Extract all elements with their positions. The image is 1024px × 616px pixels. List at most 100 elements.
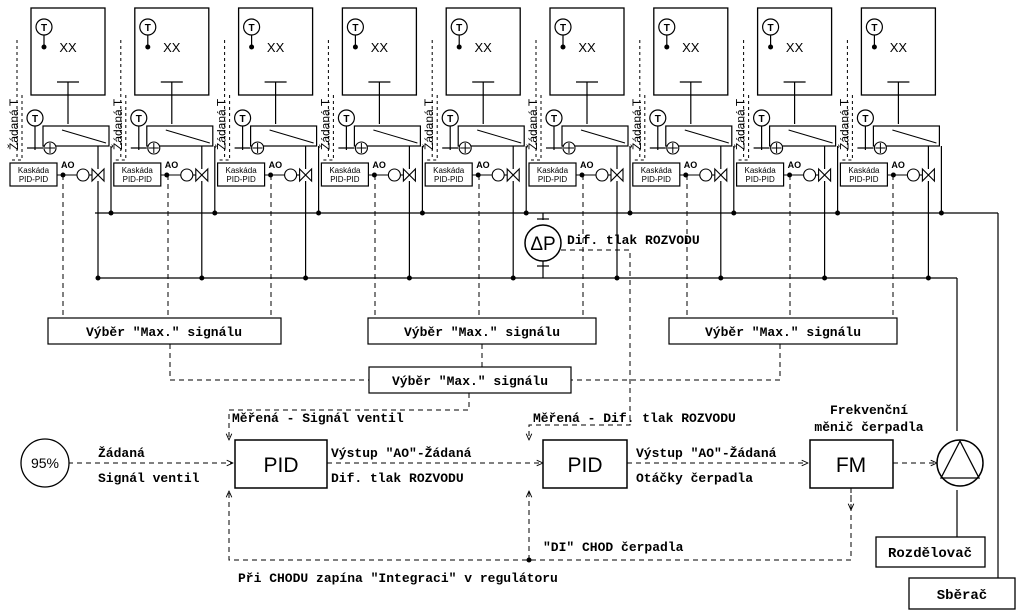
controller-line1: Kaskáda xyxy=(433,166,465,175)
sensor-symbol: T xyxy=(249,23,255,34)
setpoint-label-top: Žádaná xyxy=(98,446,145,461)
controller-line1: Kaskáda xyxy=(848,166,880,175)
valve-actuator xyxy=(872,125,941,147)
ao-label: AO xyxy=(165,160,179,170)
setpoint-vertical-label: Žádaná T xyxy=(629,98,644,150)
ao-label: AO xyxy=(684,160,698,170)
ao-label: AO xyxy=(788,160,802,170)
pump-small-icon xyxy=(491,168,505,182)
dp-sensor: ΔP Dif. tlak ROZVODU xyxy=(524,213,700,278)
pid2-block xyxy=(542,439,628,489)
pid1-output-top: Výstup "AO"-Žádaná xyxy=(331,446,472,461)
max-selectors-top: Výběr "Max." signálu Výběr "Max." signál… xyxy=(47,317,898,345)
pid2-label: PID xyxy=(567,454,602,477)
pump-icon xyxy=(936,439,984,487)
max-selector-3-label: Výběr "Max." signálu xyxy=(705,325,861,340)
sensor-symbol: T xyxy=(447,114,453,125)
valve-icon xyxy=(921,167,935,183)
junction-dot xyxy=(526,557,532,563)
sensor-symbol: T xyxy=(551,114,557,125)
valve-actuator xyxy=(457,125,525,147)
signal-lines xyxy=(62,175,937,561)
valve-icon xyxy=(402,167,416,183)
setpoint-vertical-label: Žádaná T xyxy=(421,98,436,150)
controller-line2: PID-PID xyxy=(642,175,672,184)
pipe-lines xyxy=(95,212,999,578)
room-box xyxy=(860,7,937,96)
collector-box xyxy=(908,577,1016,610)
sensor-symbol: T xyxy=(352,23,358,34)
ao-label: AO xyxy=(476,160,490,170)
sensor-symbol: T xyxy=(862,114,868,125)
sensor-symbol: T xyxy=(240,114,246,125)
valve-icon xyxy=(506,167,520,183)
controller-line1: Kaskáda xyxy=(641,166,673,175)
controller-line2: PID-PID xyxy=(434,175,464,184)
fm-title-line2: měnič čerpadla xyxy=(814,420,923,435)
sensor-symbol: T xyxy=(145,23,151,34)
controller-line1: Kaskáda xyxy=(122,166,154,175)
ao-label: AO xyxy=(61,160,75,170)
pid1-block xyxy=(234,439,328,489)
pump-small-icon xyxy=(76,168,90,182)
setpoint-vertical-label: Žádaná T xyxy=(214,98,229,150)
max-selector-center-label: Výběr "Max." signálu xyxy=(392,374,548,389)
valve-icon xyxy=(610,167,624,183)
room-label: XX xyxy=(475,40,493,55)
sensor-symbol: T xyxy=(560,23,566,34)
dp-sensor-label: Dif. tlak ROZVODU xyxy=(567,233,700,248)
controller-line2: PID-PID xyxy=(19,175,49,184)
valve-icon xyxy=(299,167,313,183)
valve-actuator xyxy=(768,125,837,147)
controller-line2: PID-PID xyxy=(123,175,153,184)
fm-label: FM xyxy=(836,454,866,477)
valve-actuator xyxy=(250,125,318,147)
pid2-output-top: Výstup "AO"-Žádaná xyxy=(636,446,777,461)
pump-small-icon xyxy=(906,168,920,182)
collector-label: Sběrač xyxy=(937,588,987,604)
room-label: XX xyxy=(890,40,908,55)
valve-actuator xyxy=(561,125,629,147)
pid2-output-bottom: Otáčky čerpadla xyxy=(636,471,753,486)
controller-line1: Kaskáda xyxy=(537,166,569,175)
pid1-output-bottom: Dif. tlak ROZVODU xyxy=(331,471,464,486)
pump-small-icon xyxy=(699,168,713,182)
ao-label: AO xyxy=(372,160,386,170)
sensor-symbol: T xyxy=(32,114,38,125)
room-label: XX xyxy=(163,40,181,55)
controller-line2: PID-PID xyxy=(226,175,256,184)
room-label: XX xyxy=(682,40,700,55)
sensor-symbol: T xyxy=(759,114,765,125)
valve-actuator xyxy=(665,125,733,147)
controller-line2: PID-PID xyxy=(538,175,568,184)
setpoint-circle xyxy=(20,438,70,488)
max-selector-3 xyxy=(668,317,898,345)
room-label: XX xyxy=(59,40,77,55)
sensor-symbol: T xyxy=(871,23,877,34)
integration-note: Při CHODU zapína "Integraci" v regulátor… xyxy=(238,571,558,586)
fm-title-line1: Frekvenční xyxy=(830,403,908,418)
sensor-symbol: T xyxy=(456,23,462,34)
pump-small-icon xyxy=(387,168,401,182)
max-selector-2-label: Výběr "Max." signálu xyxy=(404,325,560,340)
controller-line2: PID-PID xyxy=(849,175,879,184)
max-selector-center xyxy=(368,366,572,394)
sensor-symbol: T xyxy=(664,23,670,34)
setpoint-vertical-label: Žádaná T xyxy=(317,98,332,150)
sensor-symbol: T xyxy=(41,23,47,34)
di-label: "DI" CHOD čerpadla xyxy=(543,540,684,555)
setpoint-vertical-label: Žádaná T xyxy=(6,98,21,150)
setpoint-vertical-label: Žádaná T xyxy=(836,98,851,150)
distributor-box xyxy=(875,536,986,568)
setpoint-label-bottom: Signál ventil xyxy=(98,471,200,486)
controller-line1: Kaskáda xyxy=(226,166,258,175)
room-label: XX xyxy=(267,40,285,55)
controller-line2: PID-PID xyxy=(330,175,360,184)
